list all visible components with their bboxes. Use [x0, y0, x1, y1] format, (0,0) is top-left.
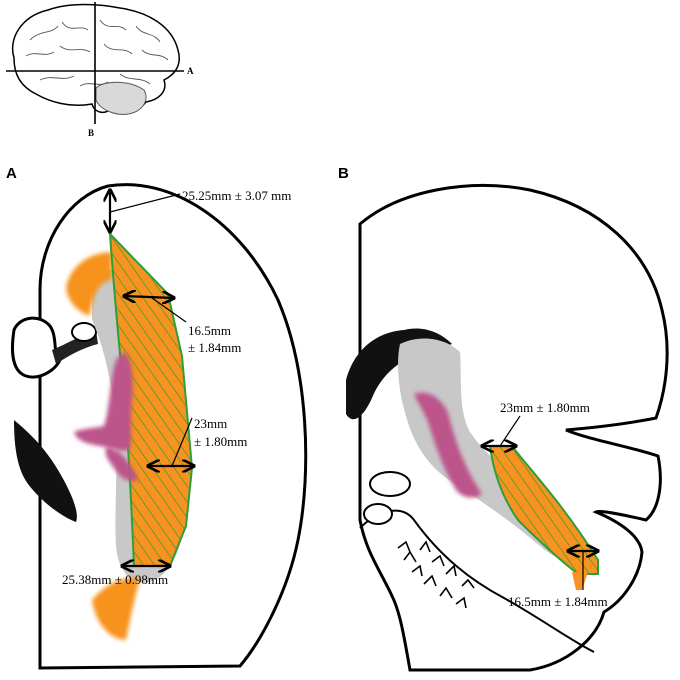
panel-b-oval-upper — [369, 471, 411, 497]
panel-a-coronal-section: 25.25mm ± 3.07 mm 16.5mm ± 1.84mm 23mm ±… — [11, 183, 308, 670]
inset-brain-gyri — [25, 19, 169, 87]
panel-a-orange-tract-top — [66, 252, 112, 316]
panel-a-measure-16-5-line1: 16.5mm — [188, 323, 231, 338]
panel-a-small-oval — [71, 322, 97, 342]
panel-b-label: B — [338, 165, 349, 182]
panel-a-leader-23 — [171, 417, 193, 467]
panel-b-purple-tract — [414, 392, 482, 498]
panel-a-measure-25-25: 25.25mm ± 3.07 mm — [182, 188, 291, 203]
panel-a-dark-structure-lower — [14, 420, 77, 522]
panel-b-sagittal-section: 23mm ± 1.80mm 16.5mm ± 1.84mm — [346, 184, 669, 672]
inset-brain-outline — [11, 3, 180, 114]
panel-b-measure-16-5: 16.5mm ± 1.84mm — [508, 594, 608, 609]
panel-b-brainstem-line — [359, 509, 595, 653]
panel-b-hatched-region — [488, 445, 599, 575]
panel-a-leader-25-25 — [109, 193, 181, 213]
panel-b-measure-23: 23mm ± 1.80mm — [500, 400, 590, 415]
panel-a-red-tract-lower — [105, 446, 138, 482]
inset-brain: A B — [6, 2, 194, 138]
panel-a-purple-tract — [74, 352, 133, 451]
panel-b-leader-23 — [499, 415, 521, 447]
inset-label-b: B — [88, 128, 94, 138]
panel-a-measure-23-line2: ± 1.80mm — [194, 434, 247, 449]
panel-b-oval-lower — [363, 503, 393, 525]
inset-cerebellum — [95, 81, 147, 115]
panel-a-measure-16-5-line2: ± 1.84mm — [188, 340, 241, 355]
panel-a-label: A — [6, 165, 17, 182]
panel-a-arrow-16-5 — [124, 296, 174, 298]
panel-b-cerebellum-marks — [397, 540, 475, 609]
panel-b-orange-tail — [572, 572, 588, 590]
panel-a-measure-23-line1: 23mm — [194, 416, 227, 431]
panel-a-orange-tract-bottom — [92, 577, 140, 640]
inset-label-a: A — [187, 66, 194, 76]
panel-a-measure-25-38: 25.38mm ± 0.98mm — [62, 572, 168, 587]
panel-a-leader-16-5 — [151, 297, 187, 323]
